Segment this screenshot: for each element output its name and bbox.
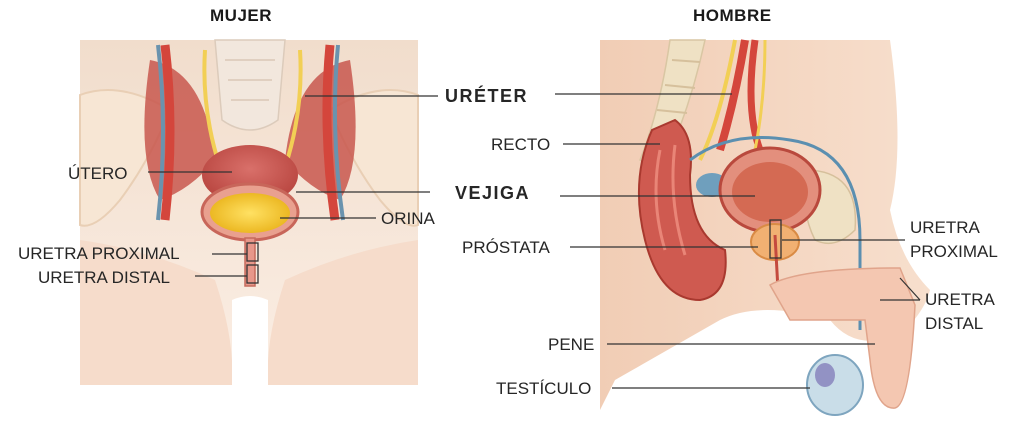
bladder-lumen (732, 162, 808, 222)
right-vein (332, 44, 345, 221)
label-vejiga: VEJIGA (455, 183, 531, 203)
label-uretra-proximal-m-line1: URETRA (910, 218, 980, 237)
female-illustration (79, 39, 419, 385)
penis (768, 267, 916, 409)
label-recto: RECTO (491, 135, 551, 154)
label-prostata: PRÓSTATA (462, 238, 550, 257)
label-utero: ÚTERO (68, 164, 128, 183)
leader-uretra-distal-m1 (899, 277, 921, 301)
leader-lines (148, 93, 921, 389)
female-title: MUJER (210, 6, 273, 25)
distal-urethra-box (246, 264, 259, 284)
label-uretra-proximal-m-line2: PROXIMAL (910, 242, 998, 261)
label-uretra-distal-m-line2: DISTAL (925, 314, 984, 333)
urethra (244, 237, 256, 287)
label-testiculo: TESTÍCULO (496, 379, 592, 398)
urine (210, 193, 290, 233)
right-artery (322, 44, 340, 221)
left-vein (156, 44, 165, 221)
label-pene: PENE (548, 335, 595, 354)
legs-gap (232, 296, 268, 385)
male-proximal-box (769, 219, 782, 259)
left-thigh (80, 240, 233, 385)
label-orina: ORINA (381, 209, 435, 228)
male-artery (716, 39, 749, 152)
right-thigh (267, 240, 418, 385)
label-uretra-distal-f: URETRA DISTAL (38, 268, 170, 287)
label-uretra-distal-m-line1: URETRA (925, 290, 995, 309)
male-title: HOMBRE (693, 6, 772, 25)
rectum (637, 118, 727, 302)
proximal-urethra-box (246, 242, 259, 262)
vas-deferens (689, 136, 862, 330)
sacrum (214, 39, 286, 131)
testicle (806, 354, 864, 416)
label-ureter: URÉTER (445, 86, 529, 106)
left-artery (160, 44, 175, 221)
label-uretra-proximal-f: URETRA PROXIMAL (18, 244, 180, 263)
male-illustration (600, 39, 930, 416)
